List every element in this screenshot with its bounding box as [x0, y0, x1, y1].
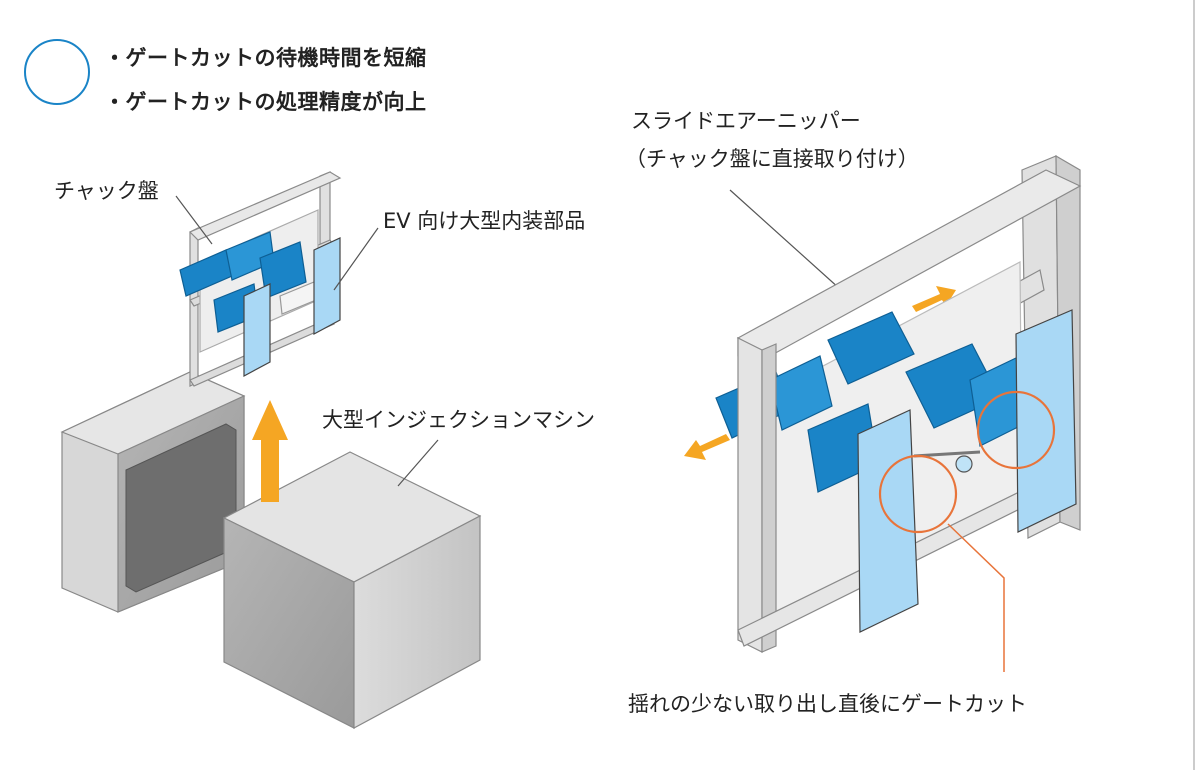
nipper-label-line1: スライドエアーニッパー: [631, 109, 861, 133]
machine-label: 大型インジェクションマシン: [322, 408, 595, 432]
left-leader-lines: [175, 195, 439, 487]
part-label: EV 向け大型内装部品: [383, 209, 586, 233]
slide-arrow-front-icon: [684, 434, 730, 460]
slide-arrow-back-icon: [912, 286, 956, 312]
gate-cut-highlight-icon: [878, 390, 1056, 672]
bullet-wait-time: ・ゲートカットの待機時間を短縮: [104, 46, 427, 70]
nipper-leader-line: [729, 189, 851, 299]
gate-cut-caption: 揺れの少ない取り出し直後にゲートカット: [628, 692, 1027, 716]
ev-part-panels-small: [243, 237, 341, 378]
machine-front-block: [222, 451, 482, 730]
chuck-label: チャック盤: [54, 179, 159, 203]
header-circle: [24, 39, 90, 105]
machine-back-block: [60, 371, 246, 613]
nipper-label-line2: （チャック盤に直接取り付け）: [625, 147, 919, 171]
lift-arrow-icon: [252, 400, 288, 502]
bullet-precision: ・ゲートカットの処理精度が向上: [104, 90, 427, 114]
ev-part-panels-large: [857, 309, 1077, 633]
